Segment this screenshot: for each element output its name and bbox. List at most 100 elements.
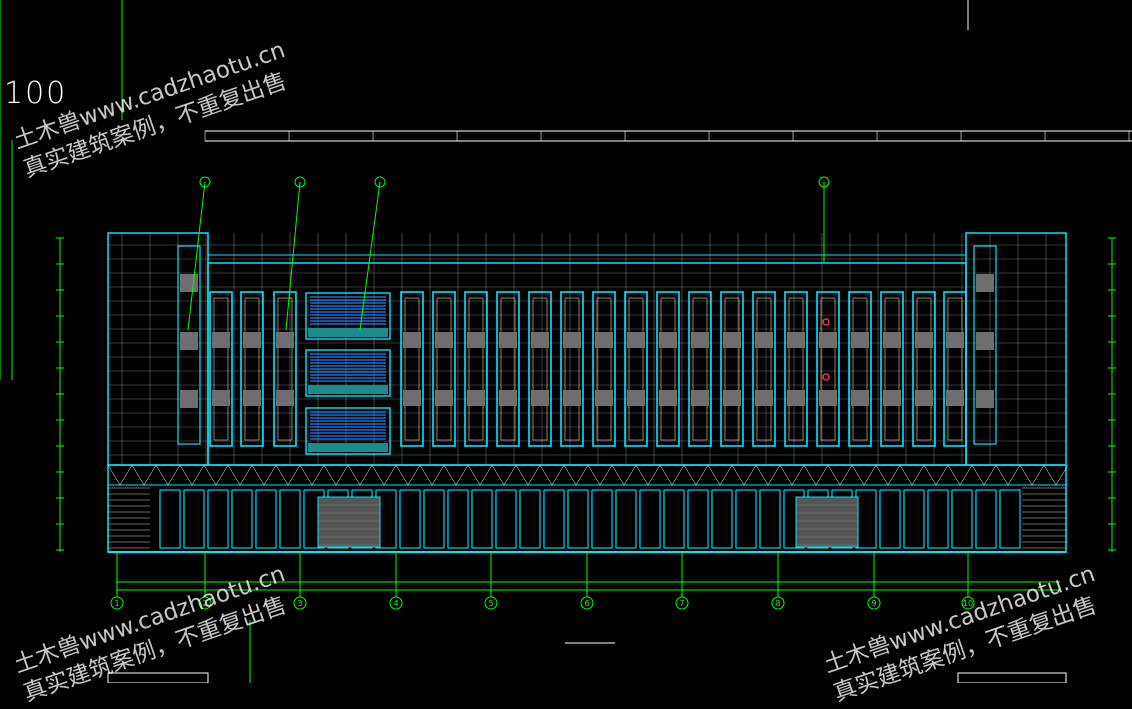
- axis-bubble: [389, 596, 403, 610]
- truss-diagonal: [179, 464, 193, 486]
- truss-diagonal: [743, 464, 757, 486]
- window-frame: [947, 297, 963, 441]
- dimension-lines: [56, 176, 1116, 591]
- window-column: [560, 291, 584, 447]
- truss-diagonal: [227, 464, 241, 486]
- louvre-block: [305, 292, 391, 340]
- truss-diagonal: [587, 464, 601, 486]
- window-frame: [724, 297, 740, 441]
- tower-window-strip: [973, 245, 997, 445]
- red-marker: [822, 318, 830, 326]
- glass-panel: [243, 390, 261, 406]
- glass-panel: [499, 390, 517, 406]
- window-column: [528, 291, 552, 447]
- truss-diagonal: [239, 464, 253, 486]
- truss-diagonal: [527, 464, 541, 486]
- truss-diagonal: [515, 464, 529, 486]
- glass-panel: [691, 332, 709, 348]
- glass-panel: [212, 332, 230, 348]
- window-column: [209, 291, 233, 447]
- glass-panel: [819, 332, 837, 348]
- glass-panel: [531, 332, 549, 348]
- glass-panel: [946, 390, 964, 406]
- adjacent-drawing-frame: [107, 672, 209, 683]
- adjacent-drawing-frame: [957, 672, 1067, 683]
- glass-panel: [915, 390, 933, 406]
- entrance-canopy: [317, 496, 381, 548]
- louvre-frame: [305, 349, 391, 397]
- axis-label: 7: [679, 599, 684, 608]
- glass-panel: [403, 390, 421, 406]
- leader-circle: [374, 176, 386, 188]
- truss-diagonal: [875, 464, 889, 486]
- axis-bubble: [484, 596, 498, 610]
- tower-glass-panel: [180, 390, 198, 408]
- glass-panel: [499, 332, 517, 348]
- storefront-bay: [159, 489, 181, 549]
- glass-panel: [467, 390, 485, 406]
- entrance-panel: [317, 496, 381, 548]
- truss-diagonal: [827, 464, 841, 486]
- static-linework: [0, 0, 1132, 683]
- leader-line: [187, 181, 206, 331]
- glass-panel: [787, 332, 805, 348]
- truss-diagonal: [503, 464, 517, 486]
- truss-diagonal: [479, 464, 493, 486]
- storefront-bay: [471, 489, 493, 549]
- axis-label: 4: [393, 599, 398, 608]
- glass-panel: [403, 332, 421, 348]
- storefront-bay: [927, 489, 949, 549]
- glass-panel: [787, 390, 805, 406]
- glass-panel: [819, 390, 837, 406]
- window-column: [688, 291, 712, 447]
- storefront-bay: [759, 489, 781, 549]
- glass-panel: [627, 332, 645, 348]
- window-frame: [788, 297, 804, 441]
- truss-diagonal: [959, 464, 973, 486]
- axis-label: 1: [114, 599, 119, 608]
- window-column: [240, 291, 264, 447]
- axis-label: 2: [202, 599, 207, 608]
- truss-diagonal: [731, 464, 745, 486]
- truss-diagonal: [1007, 464, 1021, 486]
- truss-diagonal: [215, 464, 229, 486]
- window-frame: [213, 297, 229, 441]
- glass-panel: [723, 390, 741, 406]
- storefront-bay: [999, 489, 1021, 549]
- truss-diagonal: [395, 464, 409, 486]
- glass-panel: [755, 390, 773, 406]
- leader-circle: [818, 176, 830, 188]
- truss-diagonal: [431, 464, 445, 486]
- truss-diagonal: [923, 464, 937, 486]
- leader-line: [359, 181, 381, 331]
- louvre-frame: [305, 292, 391, 340]
- truss-diagonal: [683, 464, 697, 486]
- truss-diagonal: [359, 464, 373, 486]
- axis-label: 8: [775, 599, 780, 608]
- axis-label: 3: [297, 599, 302, 608]
- storefront-bay: [231, 489, 253, 549]
- truss-diagonal: [251, 464, 265, 486]
- glass-panel: [595, 390, 613, 406]
- truss-diagonal: [671, 464, 685, 486]
- axis-bubble: [771, 596, 785, 610]
- window-frame: [564, 297, 580, 441]
- window-column: [432, 291, 456, 447]
- truss-diagonal: [119, 464, 133, 486]
- window-column: [880, 291, 904, 447]
- window-frame: [404, 297, 420, 441]
- window-column: [943, 291, 967, 447]
- leader-circle: [294, 176, 306, 188]
- glass-panel: [435, 390, 453, 406]
- window-frame: [596, 297, 612, 441]
- window-column: [656, 291, 680, 447]
- truss-diagonal: [767, 464, 781, 486]
- truss-diagonal: [647, 464, 661, 486]
- louvre-sill: [308, 328, 388, 337]
- window-column: [273, 291, 297, 447]
- glass-panel: [851, 332, 869, 348]
- glass-panel: [212, 390, 230, 406]
- storefront-bay: [615, 489, 637, 549]
- storefront-bay: [567, 489, 589, 549]
